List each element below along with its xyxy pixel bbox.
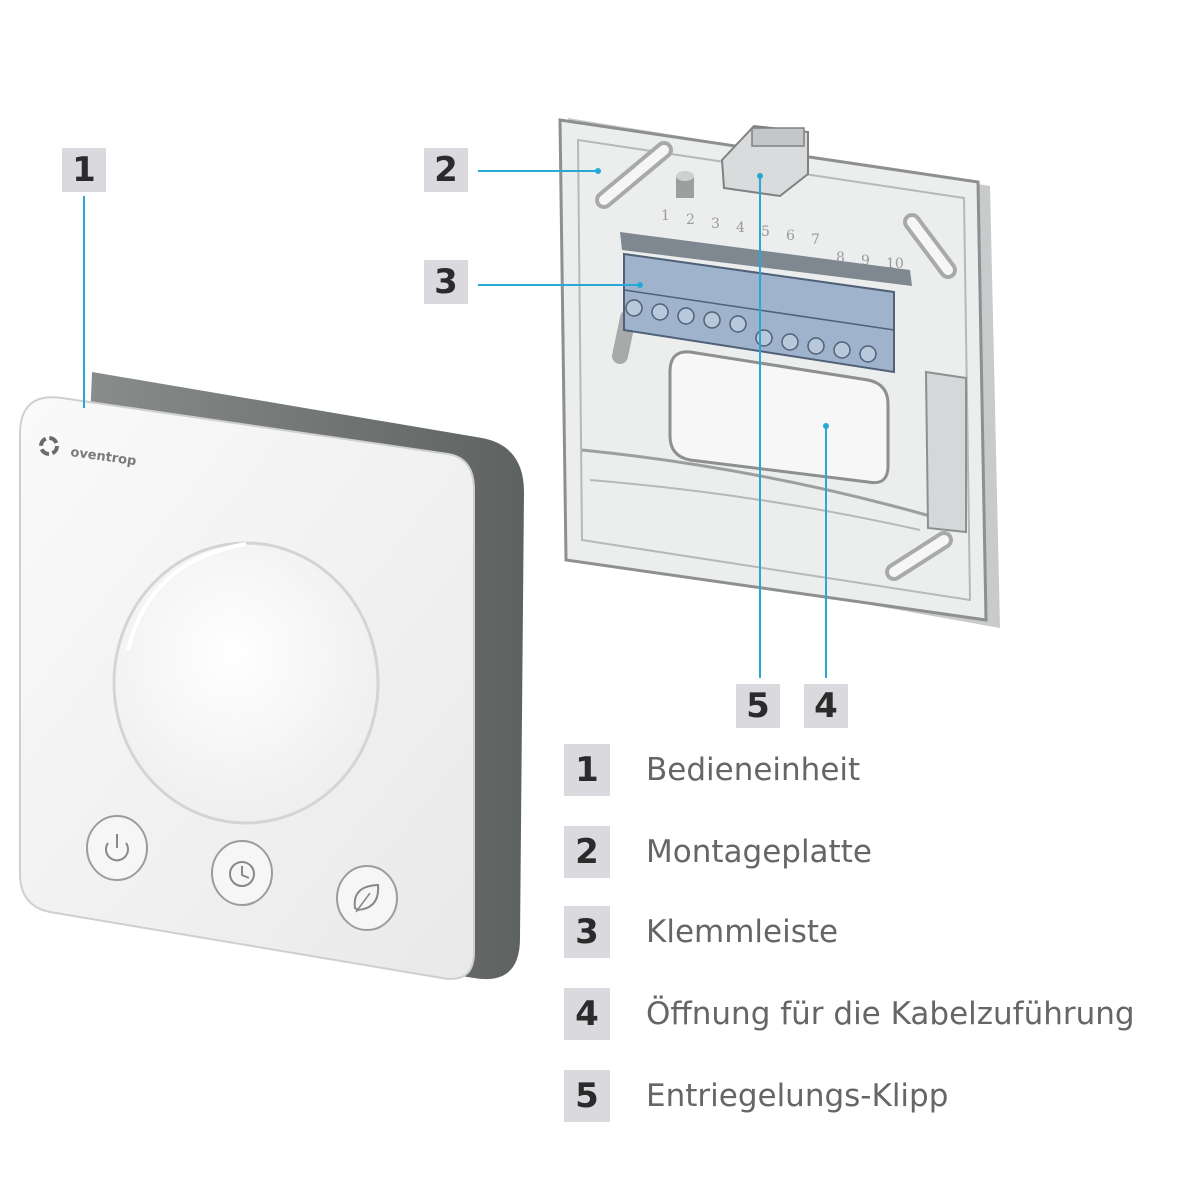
callout-4: 4 [804,684,848,728]
legend-label: Entriegelungs-Klipp [646,1078,949,1114]
callout-2: 2 [424,148,468,192]
svg-text:8: 8 [836,250,845,266]
legend-label: Bedieneinheit [646,752,861,788]
svg-text:3: 3 [711,216,720,232]
callout-3: 3 [424,260,468,304]
svg-text:4: 4 [736,220,745,236]
svg-text:1: 1 [661,208,670,224]
leader-lines [83,170,827,678]
legend-number: 4 [564,988,610,1040]
svg-text:7: 7 [811,232,820,248]
legend-number: 5 [564,1070,610,1122]
svg-text:2: 2 [686,212,695,228]
legend-number: 3 [564,906,610,958]
legend-number: 2 [564,826,610,878]
callout-1: 1 [62,148,106,192]
svg-text:5: 5 [761,224,770,240]
terminal-numbers: 1 2 3 4 5 6 7 8 9 10 [661,208,904,272]
legend-number: 1 [564,744,610,796]
legend-label: Klemmleiste [646,914,839,950]
legend-label: Öffnung für die Kabelzuführung [646,996,1135,1032]
callout-5: 5 [736,684,780,728]
legend-label: Montageplatte [646,834,872,870]
cable-opening [668,350,890,485]
clock-icon [211,840,273,906]
leaf-icon [336,865,398,931]
svg-text:9: 9 [861,253,870,269]
control-dial [112,541,380,825]
control-unit: oventrop [19,372,524,980]
release-clip [720,124,809,198]
svg-text:6: 6 [786,228,795,244]
oventrop-logo-icon [39,436,59,456]
mounting-plate: 1 2 3 4 5 6 7 8 9 10 [558,118,1000,628]
power-icon [86,815,148,881]
